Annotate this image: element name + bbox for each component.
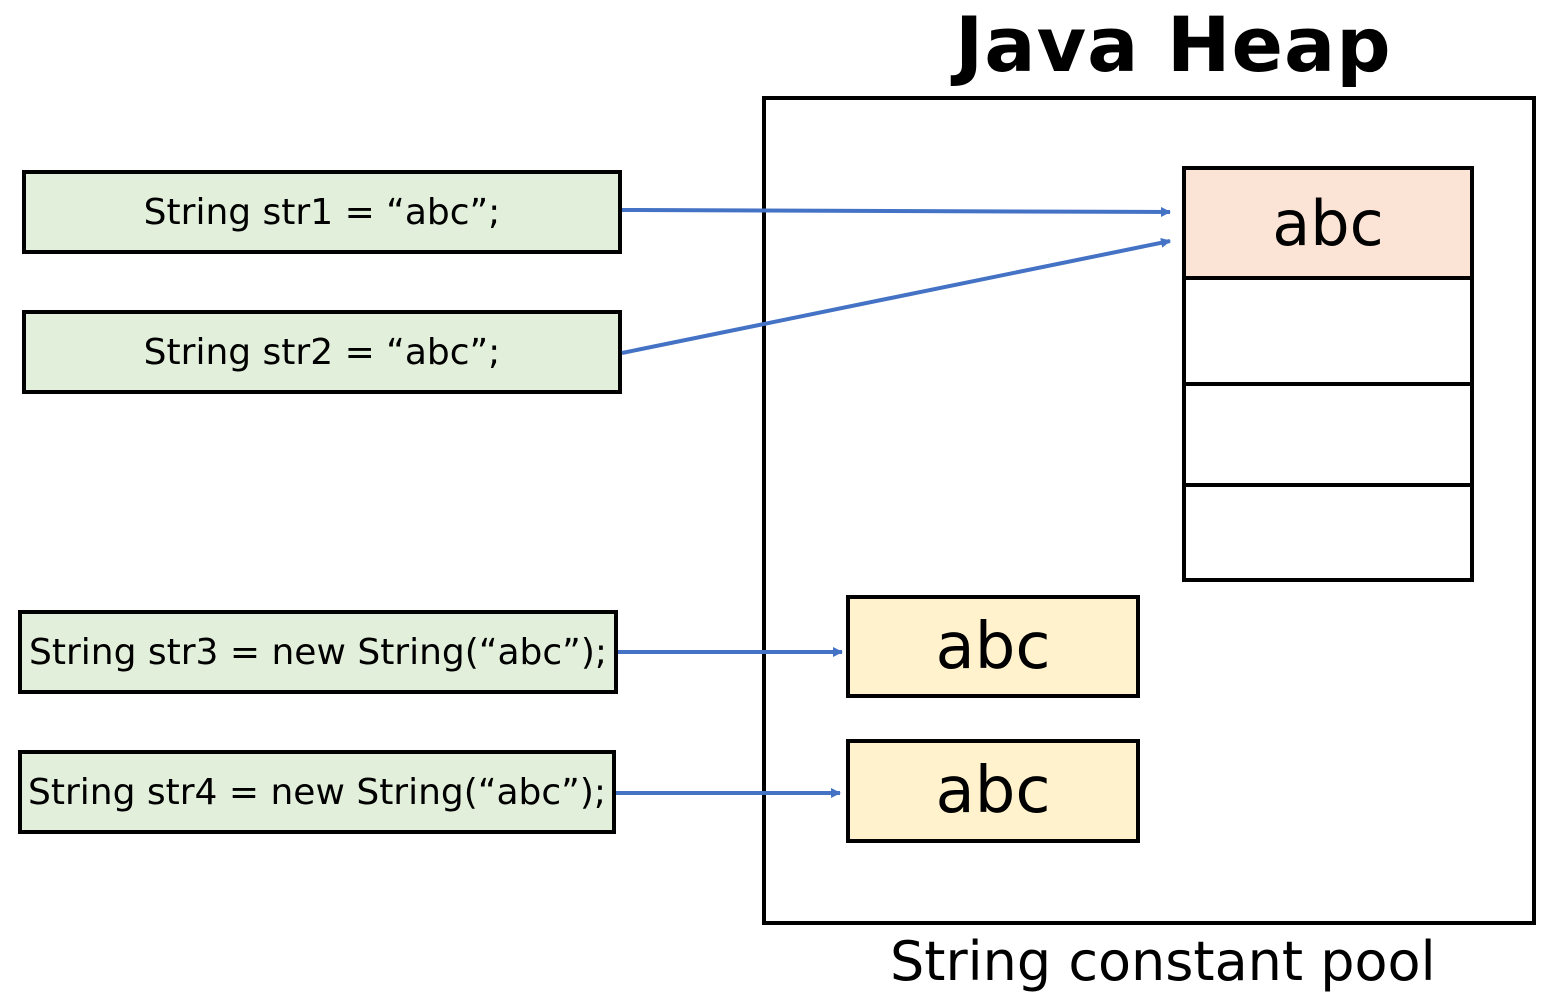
pool-divider <box>1186 382 1470 386</box>
java-heap-region <box>762 96 1536 925</box>
pool-divider <box>1186 276 1470 280</box>
heap-object-str4: abc <box>846 739 1140 843</box>
heap-title: Java Heap <box>955 0 1392 89</box>
arrow-str2-to-pool <box>621 237 1171 355</box>
code-line-str1: String str1 = “abc”; <box>22 170 622 254</box>
string-constant-pool: abc <box>1182 166 1474 582</box>
code-line-str2: String str2 = “abc”; <box>22 310 622 394</box>
code-line-str4: String str4 = new String(“abc”); <box>18 750 616 834</box>
pool-entry-abc: abc <box>1186 170 1470 276</box>
pool-divider <box>1186 483 1470 487</box>
arrow-str1-to-pool <box>621 206 1171 217</box>
pool-caption: String constant pool <box>890 930 1436 993</box>
code-line-str3: String str3 = new String(“abc”); <box>18 610 618 694</box>
heap-object-str3: abc <box>846 595 1140 698</box>
